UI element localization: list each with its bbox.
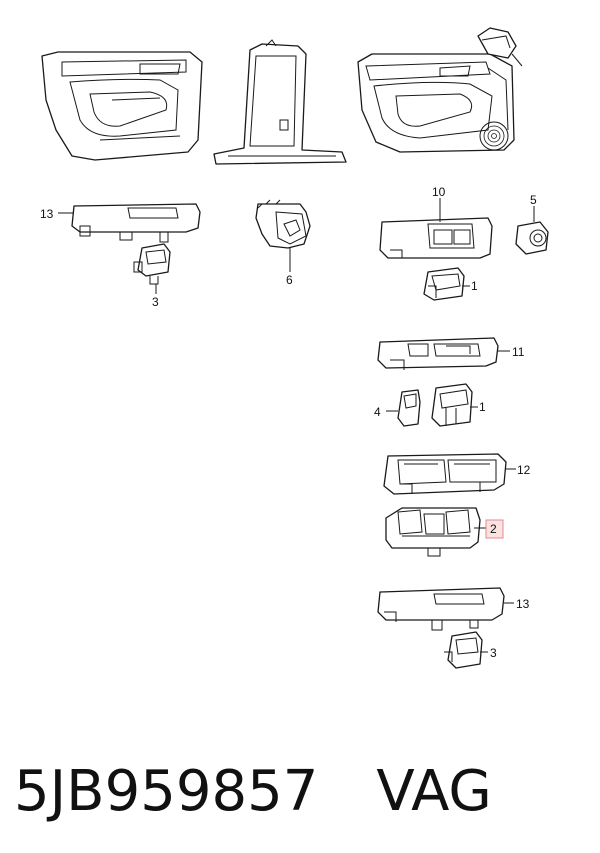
callout-2: 2 — [490, 522, 497, 536]
window-switch-3-lower — [444, 631, 488, 669]
callout-10: 10 — [432, 185, 446, 199]
rear-door-trim-panel — [41, 51, 203, 161]
callout-1-a: 1 — [471, 279, 478, 293]
callout-3-upper: 3 — [152, 295, 159, 309]
window-switch-1-a — [423, 267, 470, 301]
front-door-trim-panel — [357, 27, 523, 153]
switch-panel-12 — [383, 453, 516, 495]
switch-panel-13-upper — [58, 203, 201, 243]
switch-panel-13-lower — [377, 587, 514, 631]
window-switch-1-b — [431, 383, 478, 427]
rocker-switch-6 — [255, 199, 311, 272]
callout-3-lower: 3 — [490, 646, 497, 660]
parts-diagram: 13 3 6 10 5 1 11 4 1 12 2 13 3 — [40, 27, 549, 669]
brand-name: VAG — [376, 759, 492, 824]
callout-12: 12 — [517, 463, 531, 477]
part-number: 5JB959857 — [14, 759, 319, 824]
window-switch-block-2 — [385, 507, 486, 557]
window-switch-3-upper — [133, 243, 171, 294]
switch-4 — [386, 389, 421, 427]
b-pillar-trim — [213, 39, 347, 165]
switch-panel-11 — [377, 337, 510, 370]
callout-13-upper: 13 — [40, 207, 54, 221]
callout-11: 11 — [512, 345, 525, 359]
switch-panel-10 — [379, 198, 493, 259]
callout-5: 5 — [530, 193, 537, 207]
callout-1-b: 1 — [479, 400, 486, 414]
callout-4: 4 — [374, 405, 381, 419]
callout-2-highlight-box — [485, 519, 504, 539]
callout-13-lower: 13 — [516, 597, 530, 611]
mirror-knob-5 — [515, 206, 549, 255]
part-number-caption: 5JB959857 VAG — [14, 752, 594, 832]
callout-6: 6 — [286, 273, 293, 287]
